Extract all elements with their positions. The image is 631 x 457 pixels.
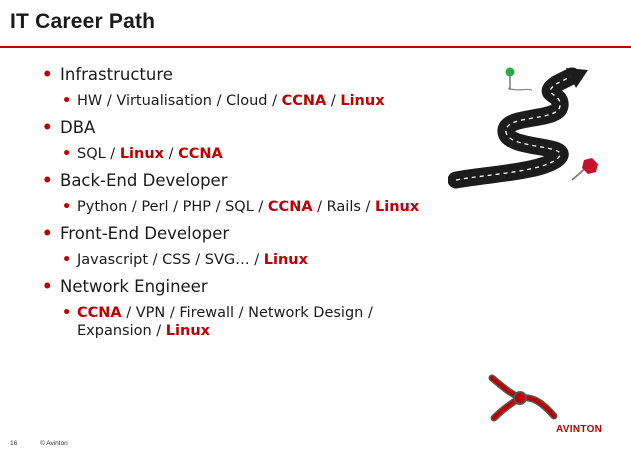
skill-text: HW / Virtualisation / Cloud / [77, 93, 282, 109]
career-item-dba: DBA [40, 117, 450, 138]
logo-text: AVINTON [556, 424, 603, 435]
page-number: 16 [10, 440, 18, 447]
winding-road-illustration [448, 67, 598, 189]
career-detail-dba: SQL / Linux / CCNA [40, 145, 450, 163]
copyright: © Avinton [40, 440, 68, 447]
career-detail-infrastructure: HW / Virtualisation / Cloud / CCNA / Lin… [40, 92, 450, 110]
highlighted-skill: Linux [165, 323, 210, 339]
skill-text: Javascript / CSS / SVG… / [77, 252, 264, 268]
avinton-logo-mark [488, 374, 558, 422]
slide-title: IT Career Path [10, 10, 156, 33]
career-item-back-end-developer: Back-End Developer [40, 170, 450, 191]
skill-text: / [164, 146, 179, 162]
skill-text: Python / Perl / PHP / SQL / [77, 199, 268, 215]
career-detail-back-end-developer: Python / Perl / PHP / SQL / CCNA / Rails… [40, 198, 450, 216]
highlighted-skill: CCNA [77, 305, 122, 321]
highlighted-skill: CCNA [281, 93, 327, 109]
skill-text: / [326, 93, 341, 109]
skill-text: SQL / [77, 146, 120, 162]
highlighted-skill: Linux [340, 93, 385, 109]
career-item-front-end-developer: Front-End Developer [40, 223, 450, 244]
skill-text: / Rails / [312, 199, 376, 215]
title-divider [0, 46, 631, 48]
highlighted-skill: Linux [119, 146, 165, 162]
highlighted-skill: Linux [375, 199, 420, 215]
highlighted-skill: Linux [263, 252, 308, 268]
career-detail-network-engineer: CCNA / VPN / Firewall / Network Design /… [40, 304, 450, 340]
highlighted-skill: CCNA [178, 146, 223, 162]
highlighted-skill: CCNA [267, 199, 313, 215]
career-list: Infrastructure HW / Virtualisation / Clo… [40, 64, 450, 347]
career-item-infrastructure: Infrastructure [40, 64, 450, 85]
career-item-network-engineer: Network Engineer [40, 276, 450, 297]
skill-text: / VPN / Firewall / Network Design / Expa… [77, 305, 373, 339]
career-detail-front-end-developer: Javascript / CSS / SVG… / Linux [40, 251, 450, 269]
